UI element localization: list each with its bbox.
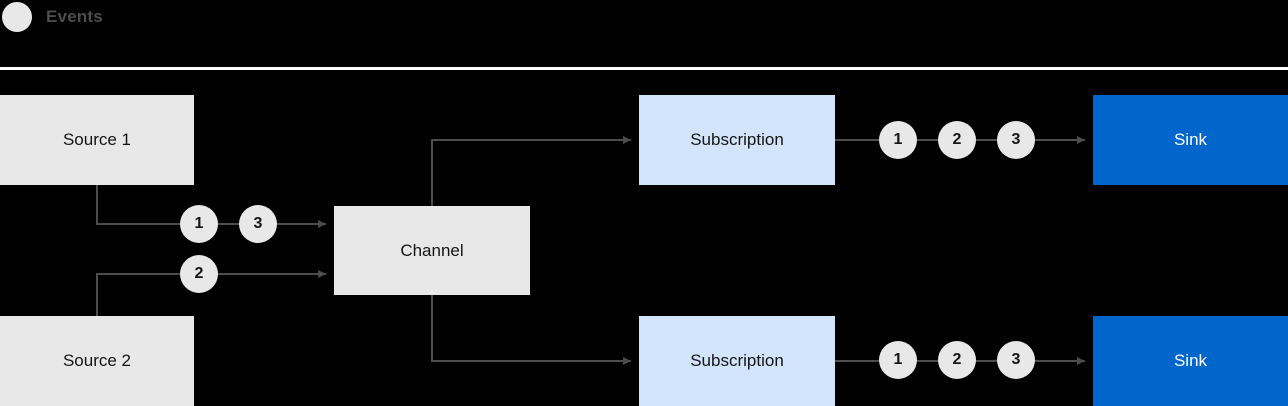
node-source2: Source 2 xyxy=(0,316,194,406)
event-dot-icon xyxy=(2,1,32,32)
node-subscription2: Subscription xyxy=(639,316,835,406)
legend: Events xyxy=(0,0,1288,33)
node-label: Source 1 xyxy=(62,130,132,149)
node-label: Sink xyxy=(1173,130,1208,149)
event-badge-sub2-e1: 1 xyxy=(879,341,917,379)
event-badge-s1-e3: 3 xyxy=(239,205,277,243)
event-badge-sub2-e2: 2 xyxy=(938,341,976,379)
node-sink1: Sink xyxy=(1093,95,1288,185)
node-label: Subscription xyxy=(690,130,784,149)
node-label: Sink xyxy=(1173,351,1208,370)
node-channel: Channel xyxy=(334,206,530,295)
event-badge-sub1-e3: 3 xyxy=(997,121,1035,159)
header-divider xyxy=(0,67,1288,70)
node-subscription1: Subscription xyxy=(639,95,835,185)
legend-label: Events xyxy=(46,6,103,26)
node-sink2: Sink xyxy=(1093,316,1288,406)
event-badge-sub2-e3: 3 xyxy=(997,341,1035,379)
event-badge-s2-e2: 2 xyxy=(180,255,218,293)
event-badge-sub1-e1: 1 xyxy=(879,121,917,159)
node-label: Source 2 xyxy=(62,351,132,370)
node-label: Subscription xyxy=(690,351,784,370)
node-label: Channel xyxy=(400,240,464,260)
event-badge-s1-e1: 1 xyxy=(180,205,218,243)
event-badge-sub1-e2: 2 xyxy=(938,121,976,159)
node-source1: Source 1 xyxy=(0,95,194,185)
